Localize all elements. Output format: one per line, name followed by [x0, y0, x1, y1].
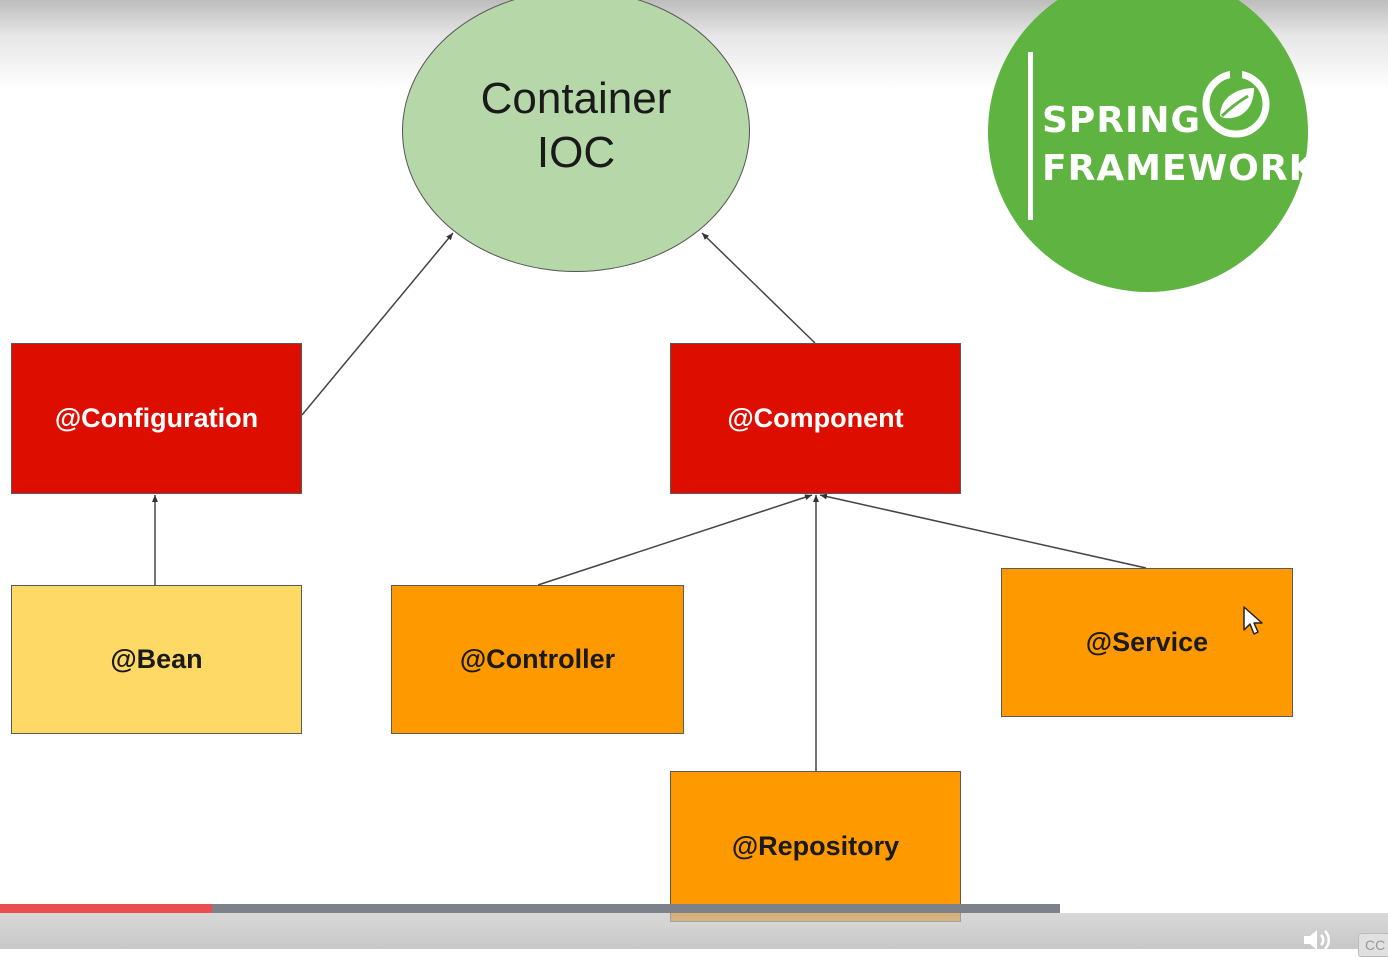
mouse-cursor-icon [1243, 606, 1263, 635]
service-node: @Service [1001, 568, 1293, 717]
controller-node: @Controller [391, 585, 684, 734]
edge-service-to-component [819, 493, 1147, 569]
spring-leaf-icon [1202, 68, 1270, 138]
logo-text-framework: FRAMEWORK [1042, 148, 1318, 189]
edge-configuration-to-container [301, 232, 454, 416]
container-ioc-line1: Container [480, 74, 672, 123]
repository-node: @Repository [670, 771, 961, 922]
edge-component-to-container [701, 232, 816, 344]
component-node: @Component [670, 343, 961, 494]
logo-divider [1028, 52, 1033, 220]
configuration-node: @Configuration [11, 343, 302, 494]
logo-text-spring: SPRING [1042, 100, 1202, 141]
video-controls-bar [0, 913, 1388, 949]
container-ioc-line2: IOC [536, 128, 616, 177]
video-progress-played [0, 904, 212, 913]
container-ioc-node: Container IOC [402, 0, 750, 272]
captions-button[interactable]: CC [1358, 933, 1388, 957]
volume-icon[interactable] [1302, 928, 1334, 952]
video-progress-bar[interactable] [0, 904, 1060, 913]
bean-node: @Bean [11, 585, 302, 734]
spring-framework-logo [988, 0, 1308, 292]
edge-controller-to-component [537, 494, 813, 586]
